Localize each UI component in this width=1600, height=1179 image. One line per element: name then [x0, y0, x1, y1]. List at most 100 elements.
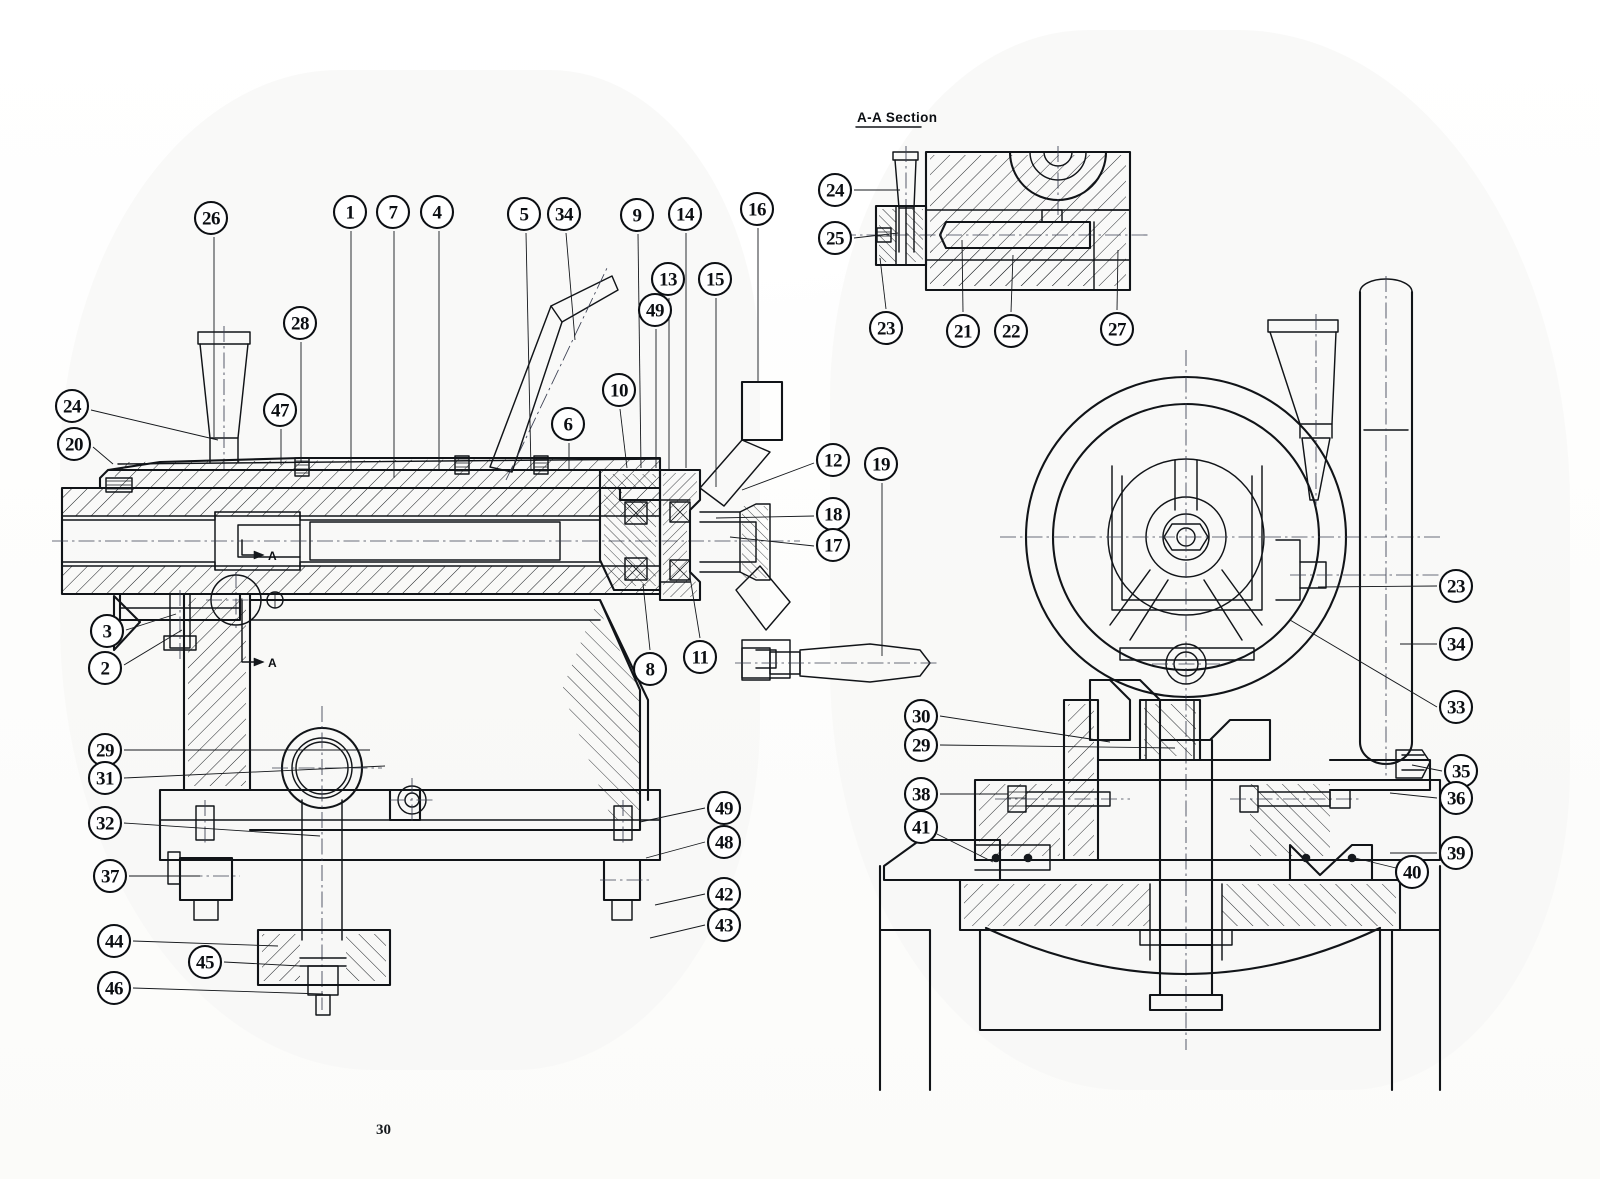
- balloon-callout-33[interactable]: 33: [1289, 619, 1474, 725]
- balloon-circle[interactable]: [739, 191, 775, 227]
- balloon-circle[interactable]: [56, 426, 92, 462]
- balloon-circle[interactable]: [87, 650, 123, 686]
- balloon-callout-18[interactable]: 18: [715, 496, 851, 532]
- balloon-circle[interactable]: [282, 305, 318, 341]
- balloon-callout-49[interactable]: 49: [637, 292, 673, 468]
- balloon-circle[interactable]: [706, 824, 742, 860]
- balloon-circle[interactable]: [903, 809, 939, 845]
- balloon-circle[interactable]: [1394, 854, 1430, 890]
- balloon-callout-3[interactable]: 3: [89, 613, 177, 649]
- balloon-callout-48[interactable]: 48: [645, 824, 742, 860]
- balloon-callout-27[interactable]: 27: [1099, 249, 1135, 347]
- balloon-circle[interactable]: [419, 194, 455, 230]
- balloon-callout-25[interactable]: 25: [817, 220, 899, 256]
- balloon-callout-40[interactable]: 40: [1354, 854, 1430, 890]
- balloon-circle[interactable]: [945, 313, 981, 349]
- balloon-circle[interactable]: [817, 220, 853, 256]
- balloon-callout-24[interactable]: 24: [817, 172, 900, 208]
- balloon-circle[interactable]: [1438, 689, 1474, 725]
- balloon-callout-37[interactable]: 37: [92, 858, 200, 894]
- balloon-circle[interactable]: [506, 196, 542, 232]
- balloon-callout-22[interactable]: 22: [993, 254, 1029, 349]
- balloon-callout-16[interactable]: 16: [739, 191, 775, 382]
- balloon-callout-24[interactable]: 24: [54, 388, 219, 441]
- balloon-callout-10[interactable]: 10: [601, 372, 637, 469]
- balloon-circle[interactable]: [706, 907, 742, 943]
- balloon-callout-28[interactable]: 28: [282, 305, 318, 462]
- balloon-circle[interactable]: [817, 172, 853, 208]
- balloon-callout-32[interactable]: 32: [87, 805, 321, 841]
- balloon-callout-45[interactable]: 45: [187, 944, 301, 980]
- balloon-callout-1[interactable]: 1: [332, 194, 368, 470]
- balloon-circle[interactable]: [903, 727, 939, 763]
- balloon-callout-6[interactable]: 6: [550, 406, 586, 470]
- balloon-callout-7[interactable]: 7: [375, 194, 411, 478]
- balloon-callout-23[interactable]: 23: [1317, 568, 1474, 604]
- balloon-callout-2[interactable]: 2: [87, 629, 183, 686]
- balloon-circle[interactable]: [682, 639, 718, 675]
- balloon-callout-19[interactable]: 19: [863, 446, 899, 656]
- balloon-circle[interactable]: [87, 805, 123, 841]
- balloon-circle[interactable]: [815, 527, 851, 563]
- balloon-callout-43[interactable]: 43: [649, 907, 742, 943]
- balloon-callout-36[interactable]: 36: [1389, 780, 1474, 816]
- balloon-circle[interactable]: [637, 292, 673, 328]
- balloon-callout-9[interactable]: 9: [619, 197, 655, 469]
- balloon-circle[interactable]: [697, 261, 733, 297]
- balloon-circle[interactable]: [815, 442, 851, 478]
- balloon-callout-39[interactable]: 39: [1390, 835, 1474, 871]
- balloon-callout-41[interactable]: 41: [903, 809, 994, 863]
- balloon-callout-26[interactable]: 26: [193, 200, 229, 437]
- balloon-circle[interactable]: [1438, 780, 1474, 816]
- balloon-callout-4[interactable]: 4: [419, 194, 455, 470]
- balloon-callout-12[interactable]: 12: [741, 442, 851, 491]
- balloon-callout-42[interactable]: 42: [654, 876, 742, 912]
- balloon-circle[interactable]: [375, 194, 411, 230]
- balloon-circle[interactable]: [863, 446, 899, 482]
- balloon-circle[interactable]: [993, 313, 1029, 349]
- balloon-circle[interactable]: [89, 613, 125, 649]
- balloon-circle[interactable]: [87, 760, 123, 796]
- balloon-circle[interactable]: [332, 194, 368, 230]
- balloon-circle[interactable]: [550, 406, 586, 442]
- balloon-circle[interactable]: [1438, 835, 1474, 871]
- balloon-callout-5[interactable]: 5: [506, 196, 542, 471]
- balloon-circle[interactable]: [868, 310, 904, 346]
- balloon-circle[interactable]: [706, 790, 742, 826]
- balloon-callout-30[interactable]: 30: [903, 698, 1111, 743]
- balloon-callout-13[interactable]: 13: [650, 261, 686, 470]
- balloon-callout-20[interactable]: 20: [56, 426, 114, 465]
- balloon-callout-23[interactable]: 23: [868, 257, 904, 346]
- balloon-callout-17[interactable]: 17: [729, 527, 851, 563]
- balloon-circle[interactable]: [1438, 626, 1474, 662]
- balloon-callout-47[interactable]: 47: [262, 392, 298, 465]
- balloon-circle[interactable]: [632, 651, 668, 687]
- balloon-circle[interactable]: [1099, 311, 1135, 347]
- balloon-circle[interactable]: [601, 372, 637, 408]
- balloon-callout-14[interactable]: 14: [667, 196, 703, 468]
- balloon-circle[interactable]: [667, 196, 703, 232]
- balloon-circle[interactable]: [262, 392, 298, 428]
- balloon-callout-11[interactable]: 11: [682, 576, 718, 675]
- balloon-callout-15[interactable]: 15: [697, 261, 733, 487]
- balloon-circle[interactable]: [650, 261, 686, 297]
- balloon-callout-8[interactable]: 8: [632, 583, 668, 687]
- balloon-callout-38[interactable]: 38: [903, 776, 1008, 812]
- balloon-callout-46[interactable]: 46: [96, 970, 324, 1006]
- balloon-circle[interactable]: [54, 388, 90, 424]
- balloon-circle[interactable]: [96, 970, 132, 1006]
- balloon-circle[interactable]: [546, 196, 582, 232]
- balloon-callout-29[interactable]: 29: [903, 727, 1176, 763]
- balloon-callout-31[interactable]: 31: [87, 760, 386, 796]
- balloon-circle[interactable]: [619, 197, 655, 233]
- balloon-callout-34[interactable]: 34: [546, 196, 582, 341]
- balloon-callout-21[interactable]: 21: [945, 239, 981, 349]
- balloon-circle[interactable]: [92, 858, 128, 894]
- balloon-callout-44[interactable]: 44: [96, 923, 279, 959]
- balloon-circle[interactable]: [96, 923, 132, 959]
- balloon-circle[interactable]: [193, 200, 229, 236]
- balloon-callout-34[interactable]: 34: [1400, 626, 1474, 662]
- balloon-callout-49[interactable]: 49: [639, 790, 742, 826]
- balloon-circle[interactable]: [1438, 568, 1474, 604]
- balloon-circle[interactable]: [187, 944, 223, 980]
